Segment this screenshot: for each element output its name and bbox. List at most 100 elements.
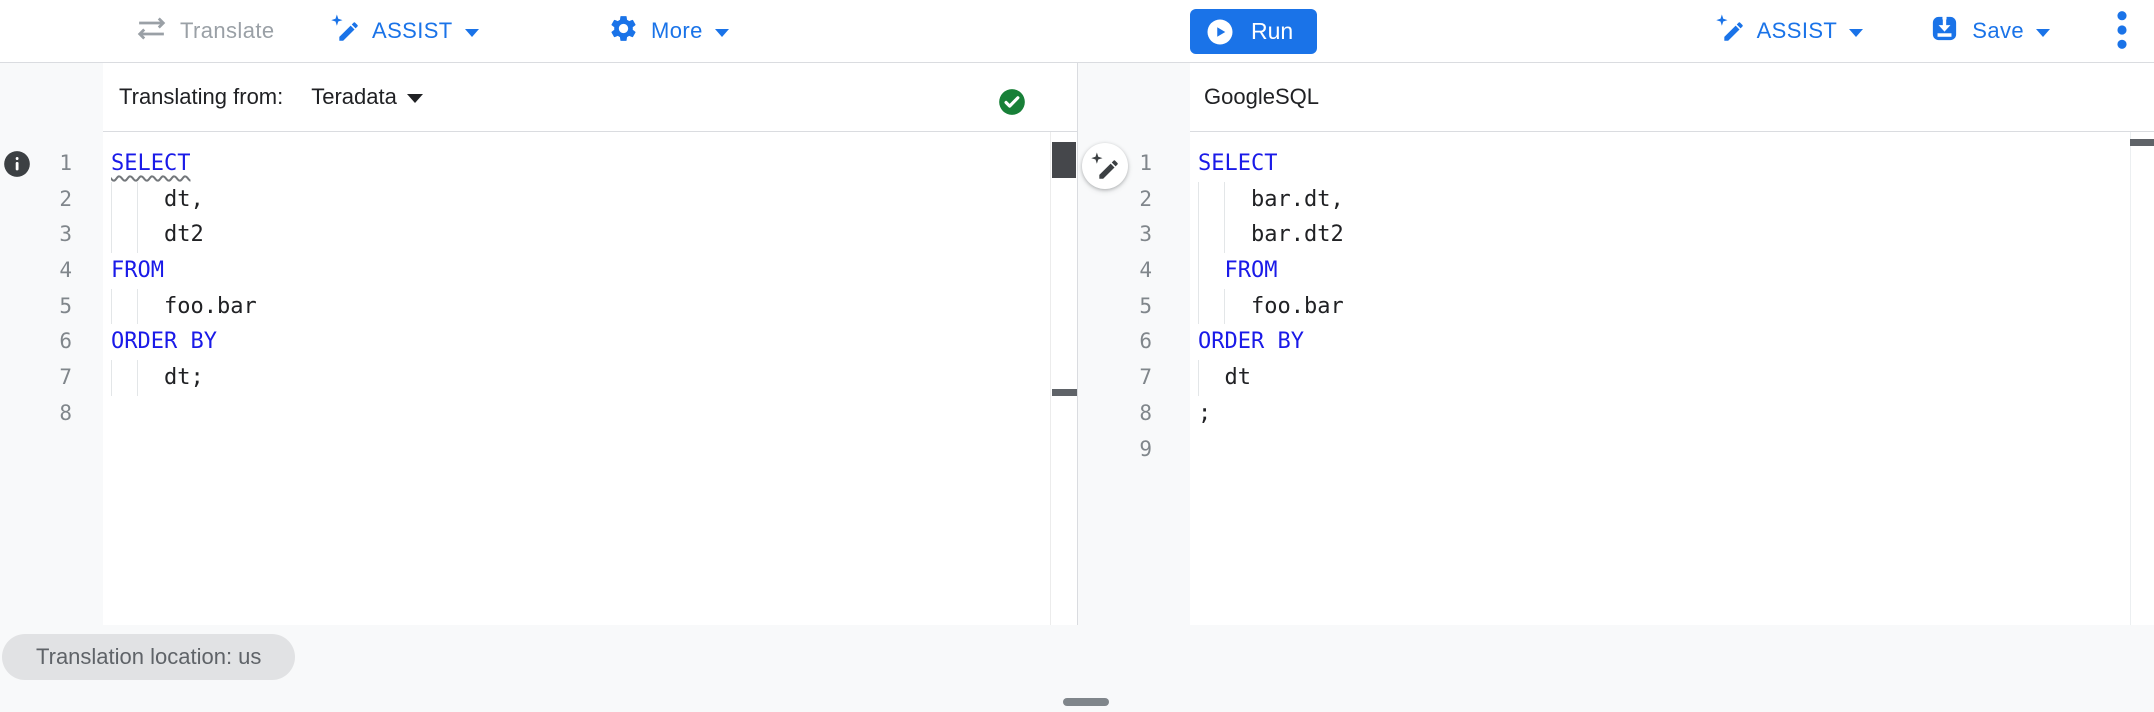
caret-down-icon	[714, 28, 729, 37]
code-line[interactable]: ORDER BY	[111, 324, 1050, 360]
line-number: 9	[1139, 436, 1152, 461]
sql-keyword: ORDER BY	[111, 329, 217, 355]
source-dialect-dropdown[interactable]: Teradata	[311, 84, 423, 110]
footer-area: Translation location: us	[0, 625, 2154, 712]
assist-button-left[interactable]: ASSIST	[330, 0, 479, 62]
more-button[interactable]: More	[608, 0, 729, 62]
sql-text: foo.bar	[163, 293, 257, 319]
code-line[interactable]: FROM	[1198, 253, 2154, 289]
sql-keyword: FROM	[1224, 258, 1278, 284]
sql-text: ;	[1198, 400, 1212, 426]
line-number: 4	[59, 258, 72, 283]
indent-guide	[1198, 360, 1199, 396]
code-line[interactable]: dt	[1198, 360, 2154, 396]
line-number: 5	[1139, 293, 1152, 318]
line-number: 6	[1139, 329, 1152, 354]
line-number: 6	[59, 329, 72, 354]
code-line[interactable]: dt;	[111, 360, 1050, 396]
translation-location-label: Translation location: us	[36, 644, 262, 669]
code-line[interactable]: ;	[1198, 396, 2154, 432]
line-number: 1	[1139, 151, 1152, 175]
assist-button-label: ASSIST	[1756, 18, 1838, 43]
run-button[interactable]: Run	[1190, 9, 1318, 54]
indent-guide	[111, 217, 112, 254]
indent-guide	[1198, 217, 1199, 254]
assist-button-label: ASSIST	[372, 18, 453, 43]
pen-sparkle-icon	[330, 13, 360, 49]
caret-down-icon	[1849, 28, 1864, 37]
play-circle-icon	[1205, 17, 1235, 47]
target-line-numbers: 1 2 3 4 5 6 7 8 9	[1078, 63, 1190, 467]
line-number: 7	[59, 365, 72, 390]
code-line[interactable]	[111, 396, 1050, 432]
save-button[interactable]: Save	[1929, 0, 2050, 62]
line-number: 7	[1139, 365, 1152, 390]
line-number: 8	[1139, 400, 1152, 425]
line-number: 2	[1139, 186, 1152, 211]
caret-down-icon	[406, 94, 423, 103]
code-line[interactable]: foo.bar	[1198, 288, 2154, 325]
indent-guide	[137, 360, 139, 396]
indent-guide	[1198, 253, 1199, 289]
indent-guide	[137, 181, 139, 218]
indent-guide	[1198, 288, 1199, 325]
source-scrollbar-marker	[1052, 389, 1077, 396]
indent-guide	[137, 217, 139, 254]
code-line[interactable]: SELECT	[111, 146, 1050, 182]
info-icon[interactable]	[3, 150, 31, 178]
indent-guide	[111, 181, 112, 218]
sql-keyword: SELECT	[111, 151, 191, 176]
source-header: Translating from: Teradata	[103, 63, 1077, 132]
indent-guide	[1224, 217, 1226, 254]
source-scrollbar-track[interactable]	[1050, 132, 1077, 625]
overflow-menu-button[interactable]	[2116, 0, 2128, 62]
code-line[interactable]: dt2	[111, 217, 1050, 254]
sql-text: dt,	[163, 186, 204, 212]
target-scrollbar-track	[2130, 132, 2131, 625]
sql-keyword: ORDER BY	[1198, 329, 1304, 355]
code-line[interactable]: bar.dt,	[1198, 181, 2154, 218]
translate-button[interactable]: Translate	[135, 0, 275, 62]
indent-guide	[111, 360, 112, 396]
indent-guide	[1224, 288, 1226, 325]
indent-guide	[111, 288, 112, 325]
sql-keyword: FROM	[111, 258, 164, 284]
code-line[interactable]: SELECT	[1198, 146, 2154, 182]
code-line[interactable]: bar.dt2	[1198, 217, 2154, 254]
code-line[interactable]: ORDER BY	[1198, 324, 2154, 360]
kebab-menu-icon	[2116, 10, 2128, 53]
source-dialect-value: Teradata	[311, 84, 397, 109]
floating-assist-button[interactable]	[1082, 143, 1128, 189]
sql-text: dt	[1224, 365, 1252, 391]
panel-divider	[1077, 63, 1078, 625]
translating-from-label: Translating from:	[119, 84, 284, 109]
pen-sparkle-icon	[1090, 151, 1120, 181]
indent-guide	[137, 288, 139, 325]
source-scrollbar-thumb[interactable]	[1052, 142, 1076, 178]
line-number: 3	[1139, 222, 1152, 247]
top-toolbar: Translate ASSIST More Run	[0, 0, 2154, 63]
caret-down-icon	[2036, 28, 2050, 37]
line-number: 2	[59, 186, 72, 211]
assist-button-right[interactable]: ASSIST	[1715, 0, 1864, 62]
sql-keyword: SELECT	[1198, 151, 1278, 176]
target-dialect-label: GoogleSQL	[1204, 84, 1319, 109]
code-line[interactable]: FROM	[111, 253, 1050, 289]
save-icon	[1929, 13, 1960, 50]
line-number: 5	[59, 293, 72, 318]
code-line[interactable]: dt,	[111, 181, 1050, 218]
code-line[interactable]: foo.bar	[111, 288, 1050, 325]
code-line[interactable]	[1198, 432, 2154, 468]
target-scrollbar-thumb[interactable]	[2130, 139, 2154, 146]
splitter-drag-handle[interactable]	[1063, 698, 1109, 706]
sql-text: dt;	[163, 365, 204, 391]
line-number: 4	[1139, 258, 1152, 283]
swap-arrows-icon	[135, 12, 168, 51]
target-header: GoogleSQL	[1190, 63, 2154, 132]
